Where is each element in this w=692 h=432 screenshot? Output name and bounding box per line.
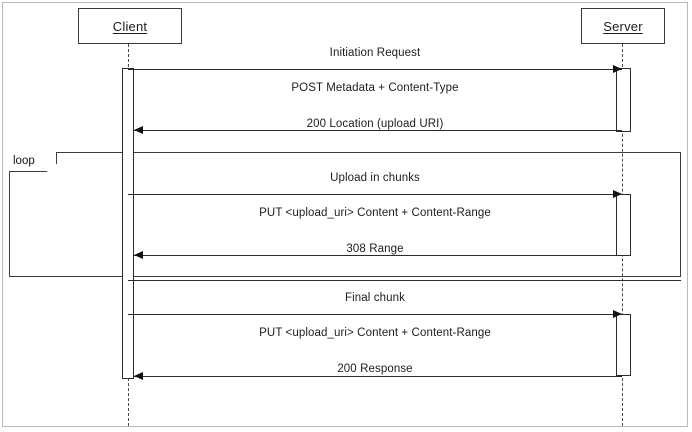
message-line-200-response[interactable] [134, 376, 622, 377]
activation-bar-server-initiation [616, 68, 631, 132]
participant-box-client[interactable]: Client [78, 8, 182, 44]
loop-fragment-label: loop [13, 154, 35, 167]
arrowhead-left-200-response [134, 371, 143, 380]
separator-final-chunk [128, 280, 681, 281]
message-line-308-range[interactable] [134, 255, 622, 256]
message-label-final-chunk: Final chunk [345, 292, 405, 304]
message-label-initiation-request: Initiation Request [329, 47, 421, 59]
arrowhead-right-put-final-chunk [613, 309, 622, 318]
arrowhead-right-put-chunk [613, 189, 622, 198]
activation-bar-server-final [616, 314, 631, 376]
message-line-put-final-chunk[interactable] [128, 314, 622, 315]
participant-label-server: Server [603, 18, 643, 34]
participant-box-server[interactable]: Server [581, 8, 665, 44]
arrowhead-left-308-range [134, 250, 143, 259]
message-line-put-chunk[interactable] [128, 194, 622, 195]
message-line-200-location[interactable] [134, 130, 622, 131]
arrowhead-right-post-metadata [613, 64, 622, 73]
activation-bar-server-chunk [616, 194, 631, 256]
message-label-308-range: 308 Range [346, 243, 404, 255]
loop-fragment[interactable] [9, 152, 681, 277]
message-label-post-metadata: POST Metadata + Content-Type [291, 82, 459, 94]
activation-bar-client [122, 68, 134, 379]
message-label-put-final-chunk: PUT <upload_uri> Content + Content-Range [259, 327, 491, 339]
message-label-200-response: 200 Response [337, 363, 413, 375]
message-label-upload-in-chunks: Upload in chunks [330, 172, 420, 184]
message-line-post-metadata[interactable] [128, 69, 622, 70]
participant-label-client: Client [112, 18, 148, 34]
message-label-200-location: 200 Location (upload URI) [306, 118, 444, 130]
arrowhead-left-200-location [134, 125, 143, 134]
message-label-put-chunk: PUT <upload_uri> Content + Content-Range [259, 207, 491, 219]
loop-fragment-tag: loop [9, 152, 57, 172]
